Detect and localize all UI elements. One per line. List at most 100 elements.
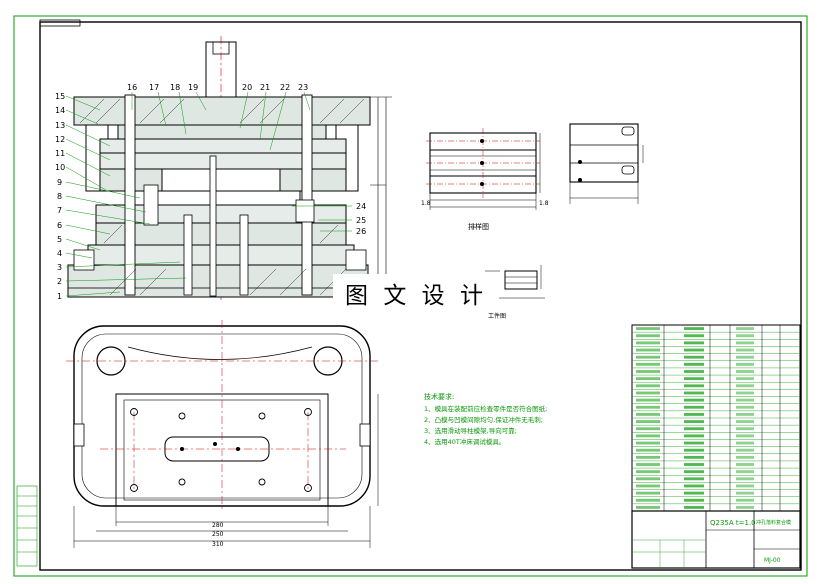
inner-frame [39,21,802,571]
watermark: 图 文 设 计 [333,274,499,312]
bom-cell-mark [636,334,660,338]
part-number: 6 [57,221,62,230]
part-drawing [485,265,545,299]
part-number: 4 [57,249,62,258]
bom-cell-mark [684,341,704,345]
bom-cell-mark [684,362,704,366]
watermark-text: 图 文 设 计 [345,283,487,309]
bom-cell-mark [636,477,660,481]
bom-cell-mark [684,405,704,409]
bom-cell-mark [684,348,704,352]
bom-cell-mark [736,384,754,388]
tech-note-item: 1、模具在装配前应检查零件是否符合图纸; [424,404,547,413]
bom-cell-mark [736,370,754,373]
technical-notes: 技术要求: 1、模具在装配前应检查零件是否符合图纸; 2、凸模与凹模间隙均匀,保… [424,392,547,446]
bom-cell-mark [684,327,704,331]
bom-cell-mark [684,355,704,359]
bom-cell-mark [636,498,660,502]
bom-cell-mark [636,420,660,424]
part-number: 13 [55,121,65,130]
side-view [569,123,644,204]
bom-cell-mark [636,455,660,459]
layout-dim-right: 1.8 [539,200,549,207]
bom-cell-mark [684,391,704,395]
bom-cell-mark [736,463,754,466]
callout-number: 19 [188,83,198,92]
bom-cell-mark [684,477,704,481]
callout-number: 17 [149,83,159,92]
bom-cell-mark [736,441,754,445]
bom-cell-mark [684,448,704,452]
part-number: 3 [57,263,62,272]
bom-cell-mark [684,455,704,459]
bom-cell-mark [636,412,660,416]
bom-cell-mark [636,505,660,509]
bom-cell-mark [736,334,754,338]
layout-dim-left: 1.8 [421,200,431,207]
tech-note-item: 4、选用40T冲床调试模具。 [424,437,505,446]
plan-dim-inner: 280 [212,522,224,529]
bom-cell-mark [684,398,704,402]
callout-number: 18 [170,83,180,92]
bom-cell-mark [636,463,660,466]
title-block: Q235A t=1.0 冲孔落料复合模 MJ-00 [631,510,801,569]
part-number: 2 [57,277,62,286]
bom-cell-mark [684,427,704,431]
bom-cell-mark [636,398,660,402]
bom-cell-mark [736,455,754,459]
bom-cell-mark [636,470,660,474]
bom-cell-mark [736,491,754,495]
bom-cell-mark [736,498,754,502]
corner-tab [39,19,81,27]
callout-number: 24 [356,202,366,211]
bom-cell-mark [636,448,660,452]
bom-cell-mark [636,348,660,352]
plan-view [66,320,379,548]
plan-dim-middle: 250 [212,531,224,538]
bom-cell-mark [736,377,754,381]
part-number: 12 [55,135,65,144]
bom-cell-mark [736,362,754,366]
bom-cell-mark [636,434,660,438]
callout-number: 16 [127,83,137,92]
bom-cell-mark [636,370,660,373]
bom-cell-mark [736,327,754,331]
bom-cell-mark [684,463,704,466]
bom-cell-mark [736,477,754,481]
part-number: 7 [57,206,62,215]
side-label-box [16,485,38,567]
tech-notes-title: 技术要求: [424,392,454,401]
bom-cell-mark [684,420,704,424]
part-number: 8 [57,192,62,201]
bom-cell-mark [736,484,754,488]
plan-dim-outer: 310 [212,541,224,548]
drawing-number: MJ-00 [764,557,781,564]
bom-cell-mark [636,327,660,331]
tech-note-item: 2、凸模与凹模间隙均匀,保证冲件无毛刺; [424,415,543,424]
part-number: 14 [55,106,65,115]
part-number: 10 [55,163,65,172]
bom-cell-mark [636,484,660,488]
callout-number: 26 [356,227,366,236]
bom-cell-mark [636,355,660,359]
bom-cell-mark [684,384,704,388]
callout-number: 21 [260,83,270,92]
bom-cell-mark [684,491,704,495]
bom-cell-mark [684,412,704,416]
callout-number: 25 [356,216,366,225]
part-number: 9 [57,178,62,187]
bom-table [631,324,801,512]
bom-cell-mark [736,341,754,345]
section-view [65,36,392,300]
part-number: 1 [57,292,62,301]
bom-cell-mark [736,412,754,416]
bom-cell-mark [636,384,660,388]
part-number: 11 [55,149,65,158]
bom-cell-mark [684,498,704,502]
top-callout-labels: 16 17 18 19 20 21 22 23 [127,83,308,92]
part-number: 5 [57,235,62,244]
bom-cell-mark [636,441,660,445]
outer-frame [13,15,808,577]
right-callout-labels: 24 25 26 [356,202,366,236]
